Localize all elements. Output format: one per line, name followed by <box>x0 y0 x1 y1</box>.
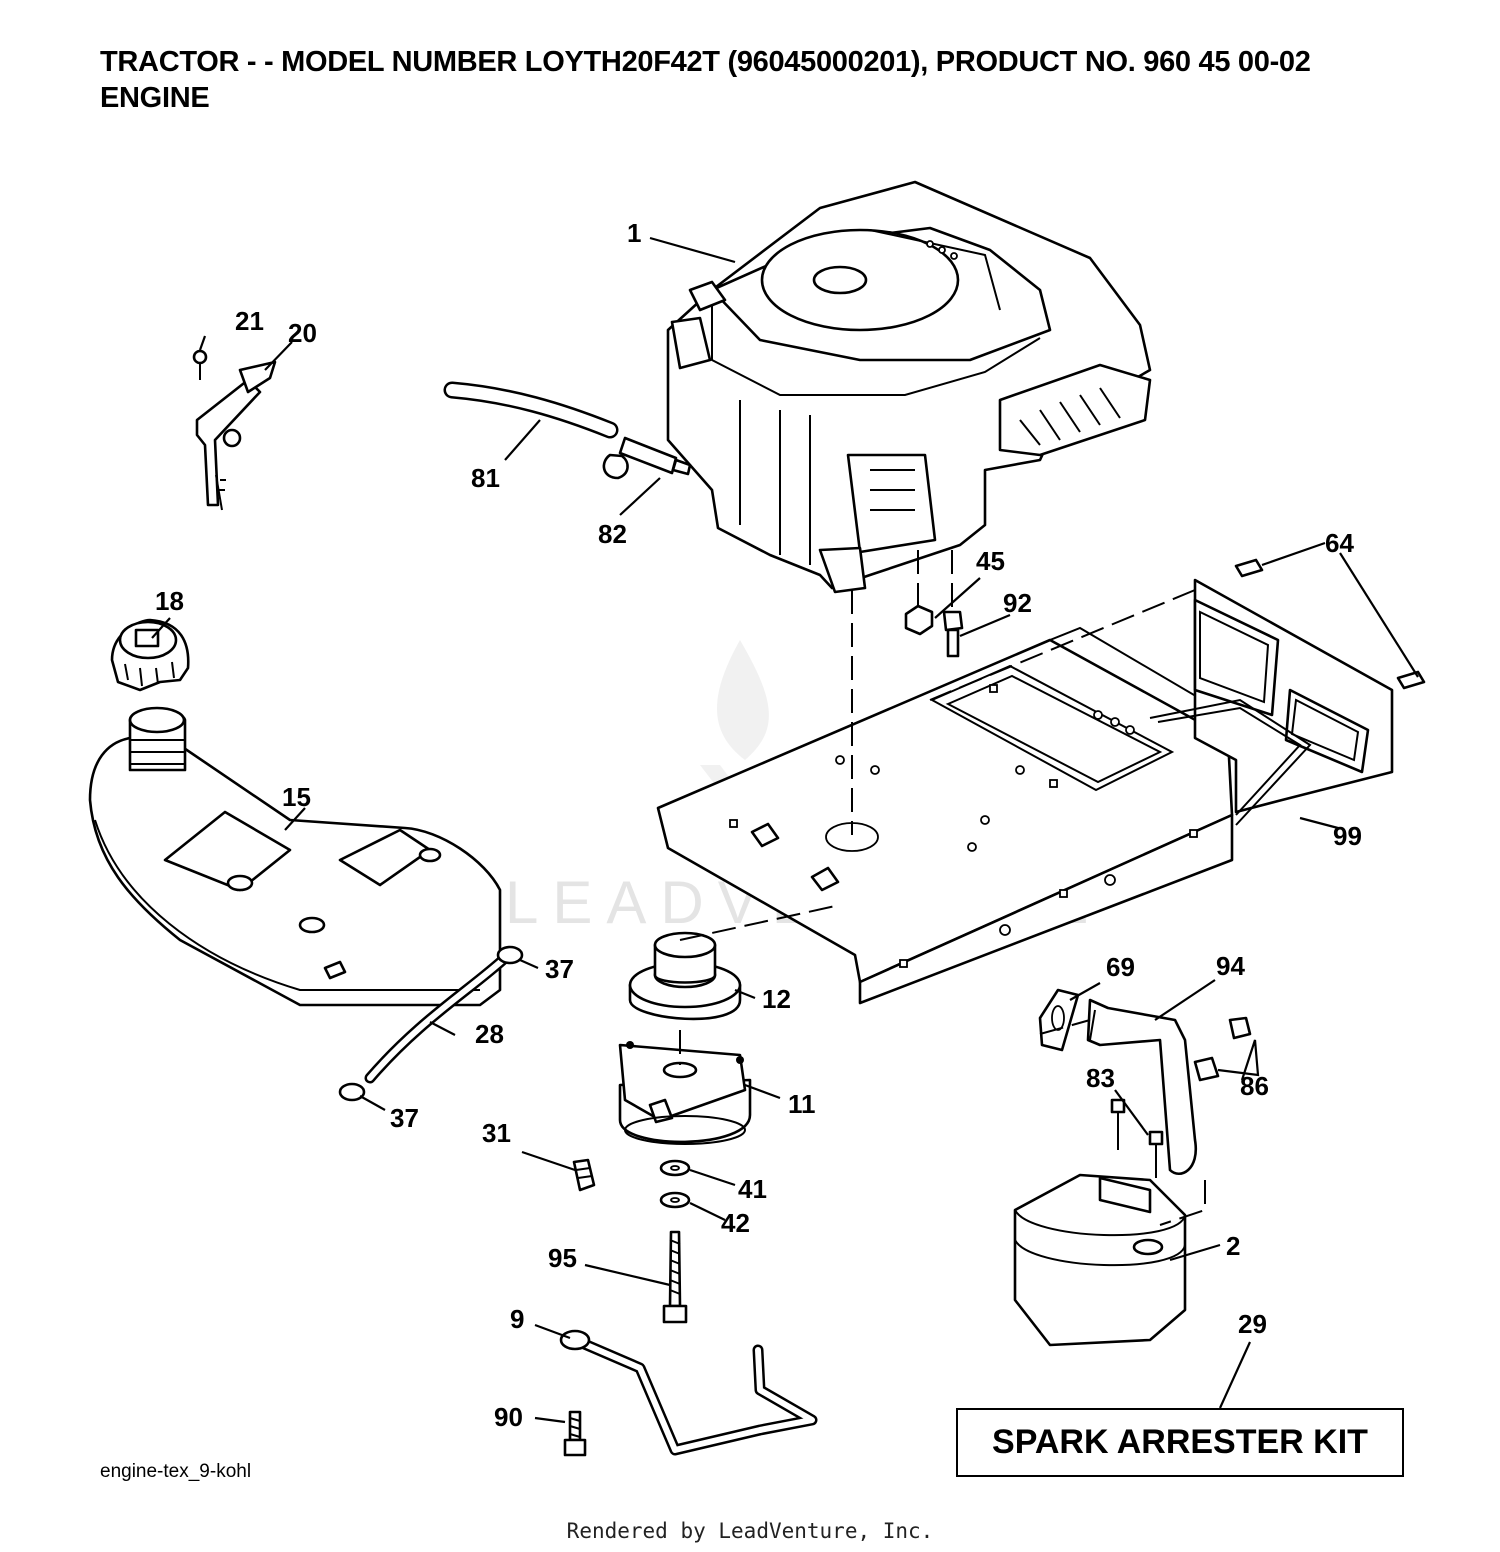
spark-arrester-kit-box: SPARK ARRESTER KIT <box>956 1408 1404 1477</box>
callout-94: 94 <box>1216 951 1245 981</box>
callout-numbers: 1 2 9 11 12 15 18 20 21 28 29 31 37 37 4… <box>155 218 1362 1432</box>
callout-64: 64 <box>1325 528 1354 558</box>
callout-90: 90 <box>494 1402 523 1432</box>
fuel-hose <box>338 945 524 1102</box>
fuel-line-and-filter <box>443 381 692 480</box>
drawing-code: engine-tex_9-kohl <box>100 1461 252 1482</box>
callout-20: 20 <box>288 318 317 348</box>
clutch-hardware <box>572 1158 691 1324</box>
diagram-title: TRACTOR - - MODEL NUMBER LOYTH20F42T (96… <box>100 46 1311 78</box>
callout-2: 2 <box>1226 1231 1240 1261</box>
spark-arrester-kit-label: SPARK ARRESTER KIT <box>992 1423 1368 1461</box>
tractor-frame <box>656 626 1242 1005</box>
callout-37-lower: 37 <box>390 1103 419 1133</box>
callout-86: 86 <box>1240 1071 1269 1101</box>
callout-83: 83 <box>1086 1063 1115 1093</box>
callout-1: 1 <box>627 218 641 248</box>
engine-brace-rod <box>559 1329 818 1457</box>
callout-81: 81 <box>471 463 500 493</box>
callout-37-upper: 37 <box>545 954 574 984</box>
diagram-subtitle: ENGINE <box>100 82 210 114</box>
callout-99: 99 <box>1333 821 1362 851</box>
callout-95: 95 <box>548 1243 577 1273</box>
callout-9: 9 <box>510 1304 524 1334</box>
callout-45: 45 <box>976 546 1005 576</box>
throttle-control <box>192 349 277 511</box>
engine-pulley <box>628 931 742 1021</box>
callout-31: 31 <box>482 1118 511 1148</box>
muffler <box>1013 1173 1187 1347</box>
callout-29: 29 <box>1238 1309 1267 1339</box>
callout-leaders <box>151 236 1419 1424</box>
fuel-cap <box>110 618 190 692</box>
engine-assembly <box>666 180 1152 594</box>
callout-69: 69 <box>1106 952 1135 982</box>
callout-41: 41 <box>738 1174 767 1204</box>
callout-11: 11 <box>788 1089 816 1119</box>
callout-18: 18 <box>155 586 184 616</box>
render-credit: Rendered by LeadVenture, Inc. <box>566 1519 934 1543</box>
fuel-tank <box>88 706 502 1007</box>
callout-42: 42 <box>721 1208 750 1238</box>
callout-82: 82 <box>598 519 627 549</box>
callout-28: 28 <box>475 1019 504 1049</box>
callout-21: 21 <box>235 306 264 336</box>
assembly-lines <box>679 550 1206 1226</box>
callout-12: 12 <box>762 984 791 1014</box>
frame-rear-panel <box>1149 578 1394 826</box>
electric-pto-clutch <box>618 1041 752 1145</box>
callout-92: 92 <box>1003 588 1032 618</box>
engine-mount-hardware <box>904 604 964 658</box>
exhaust-system <box>1038 988 1252 1178</box>
callout-15: 15 <box>282 782 311 812</box>
